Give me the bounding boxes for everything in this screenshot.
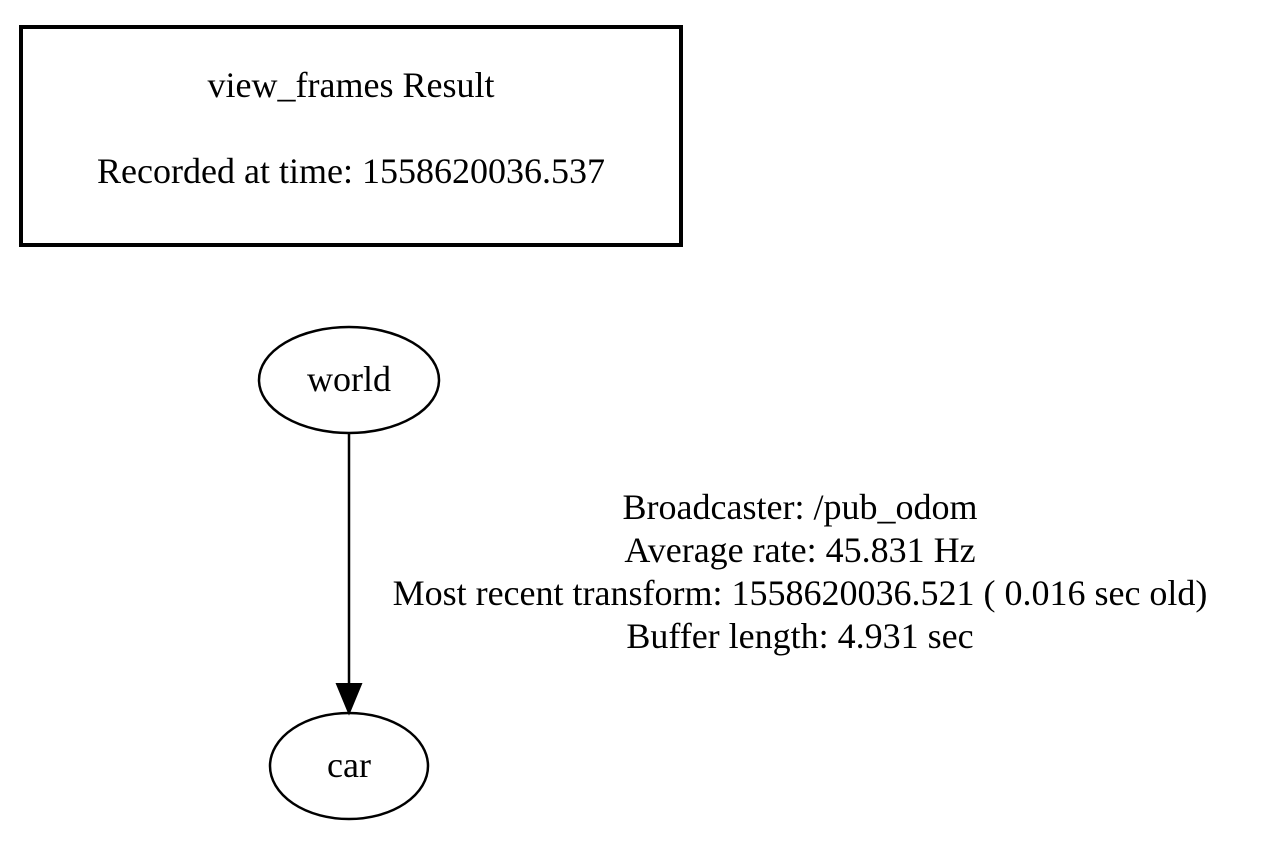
- edge-broadcaster: Broadcaster: /pub_odom: [622, 487, 978, 527]
- node-car-shape: [268, 711, 430, 821]
- edge-buffer-length: Buffer length: 4.931 sec: [626, 616, 974, 656]
- node-car-label: car: [327, 745, 371, 785]
- edge-average-rate: Average rate: 45.831 Hz: [624, 530, 976, 570]
- edge-most-recent: Most recent transform: 1558620036.521 ( …: [392, 573, 1208, 613]
- edge-info: Broadcaster: /pub_odom Average rate: 45.…: [340, 486, 1260, 658]
- result-title: view_frames Result: [207, 65, 495, 105]
- result-header-box: view_frames Result Recorded at time: 155…: [19, 25, 683, 247]
- recorded-time: Recorded at time: 1558620036.537: [97, 151, 605, 191]
- edge-arrowhead: [335, 683, 363, 716]
- node-world-label: world: [307, 359, 391, 399]
